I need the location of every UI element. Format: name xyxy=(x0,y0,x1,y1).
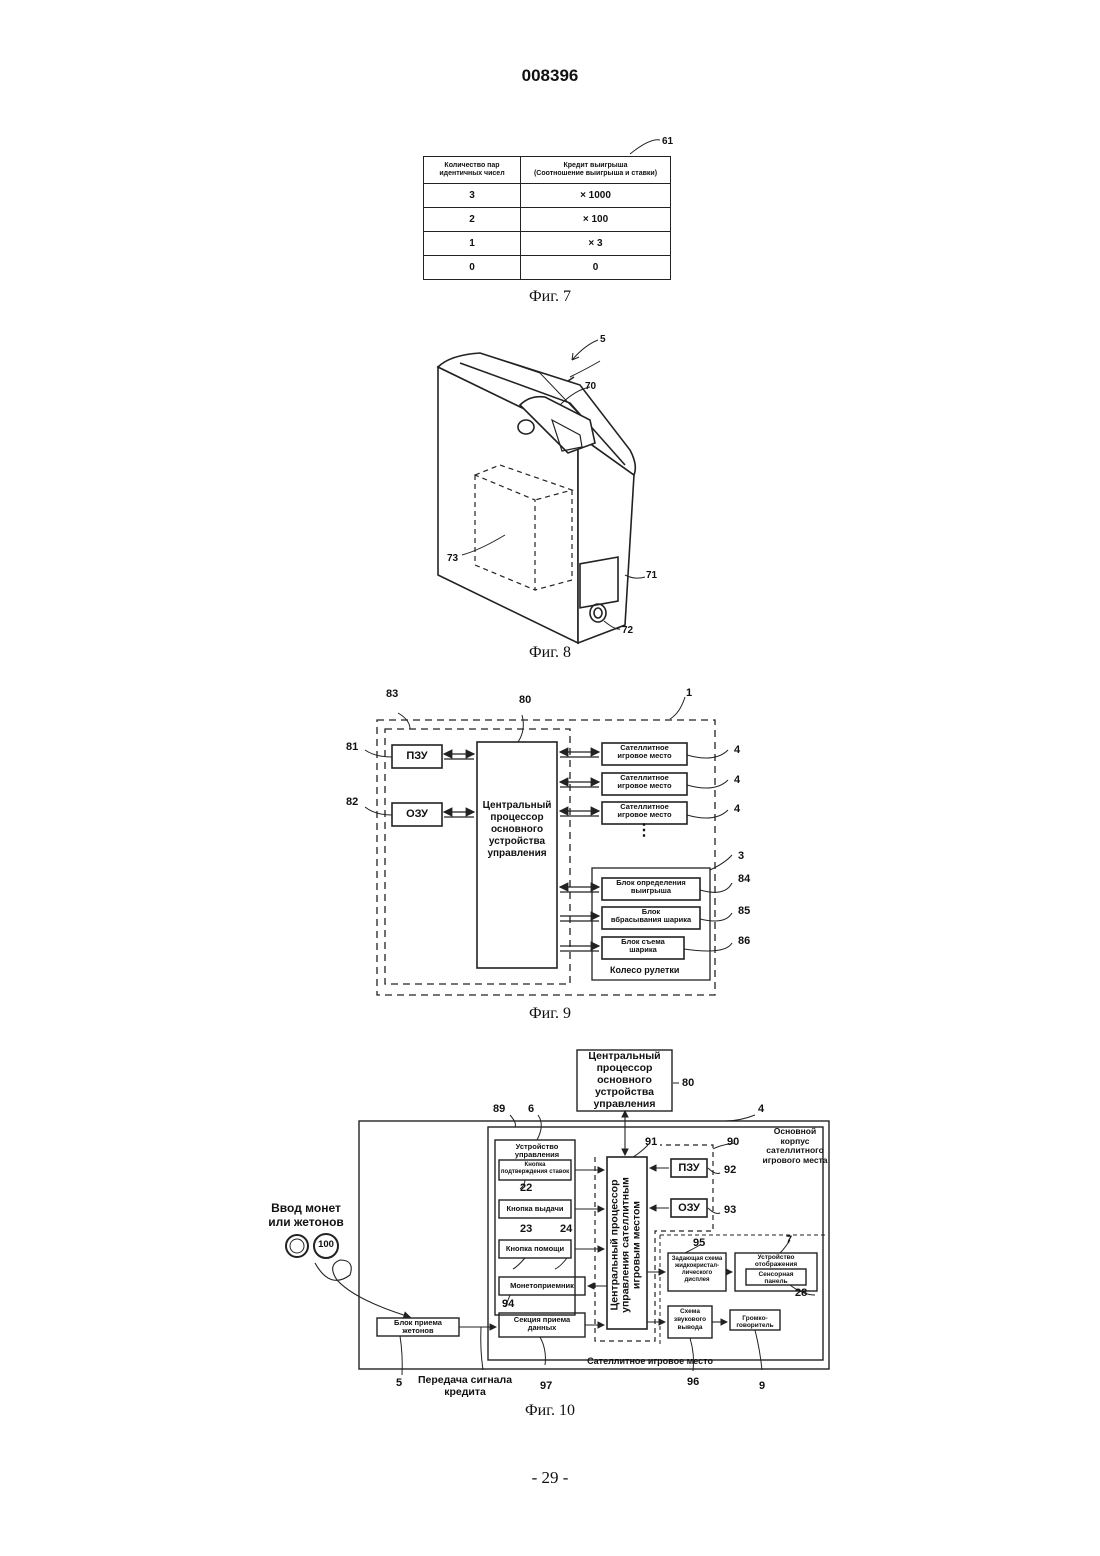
fig9-satellite: Сателлитноеигровое место xyxy=(602,744,687,760)
fig10-ref-9: 9 xyxy=(759,1380,765,1392)
page-number: - 29 - xyxy=(0,1468,1100,1488)
fig10-ref-7: 7 xyxy=(786,1234,792,1246)
fig10-touch-panel: Сенсорнаяпанель xyxy=(746,1271,806,1285)
fig8-ref-71: 71 xyxy=(646,570,657,581)
table-row: 00 xyxy=(424,256,671,280)
fig8-caption: Фиг. 8 xyxy=(450,644,650,662)
table-row: 3× 1000 xyxy=(424,184,671,208)
fig9-ref-4: 4 xyxy=(734,774,740,786)
fig10-caption: Фиг. 10 xyxy=(450,1402,650,1420)
fig10-audio-circuit: Схемазвуковоговывода xyxy=(668,1308,712,1332)
fig10-ref-4: 4 xyxy=(758,1103,764,1115)
fig9-cpu: Центральныйпроцессоросновногоустройствау… xyxy=(477,800,557,860)
fig8-ref-leader-5: 5 xyxy=(560,330,640,370)
fig9-win-block: Блок определениявыигрыша xyxy=(602,879,700,895)
fig10-ref-24: 24 xyxy=(560,1223,572,1235)
fig10-ref-5: 5 xyxy=(396,1377,402,1389)
fig10-btn-help: Кнопка помощи xyxy=(499,1244,571,1253)
fig7-caption: Фиг. 7 xyxy=(450,288,650,306)
fig10-lcd-driver: Задающая схемажидкокристал-лическогодисп… xyxy=(668,1256,726,1284)
fig9-ref-4: 4 xyxy=(734,803,740,815)
fig8-ref-5: 5 xyxy=(600,334,606,345)
fig9-ref-80: 80 xyxy=(519,694,531,706)
fig8-ref-73: 73 xyxy=(447,553,458,564)
fig10-btn-pay: Кнопка выдачи xyxy=(499,1204,571,1213)
fig9-roulette: Колесо рулетки xyxy=(610,965,679,975)
fig9-rom: ПЗУ xyxy=(392,750,442,762)
fig10-token-acceptor: Блок приемажетонов xyxy=(377,1319,459,1335)
fig10-sat-cpu: Центральный процессоруправления сателлит… xyxy=(606,1160,646,1330)
coin-100-label: 100 xyxy=(315,1239,337,1250)
fig9-ref-1: 1 xyxy=(686,687,692,699)
fig10-ref-80: 80 xyxy=(682,1077,694,1089)
fig10-ref-93: 93 xyxy=(724,1204,736,1216)
fig10-control-device: Устройствоуправления xyxy=(497,1143,577,1159)
fig10-ref-97: 97 xyxy=(540,1380,552,1392)
fig10-rom: ПЗУ xyxy=(671,1162,707,1174)
fig10-ref-22: 22 xyxy=(520,1182,532,1194)
fig7-ref-61: 61 xyxy=(662,136,674,147)
fig10-coin-acceptor: Монетоприемник xyxy=(499,1281,585,1290)
fig9-throw-block: Блоквбрасывания шарика xyxy=(602,908,700,924)
fig9-ref-83: 83 xyxy=(386,688,398,700)
fig10-housing-label: Основнойкорпуссателлитногоигрового места xyxy=(760,1127,830,1165)
fig10-station-label: Сателлитное игровое место xyxy=(560,1356,740,1366)
fig10-data-rx: Секция приемаданных xyxy=(499,1316,585,1332)
fig10-ram: ОЗУ xyxy=(671,1202,707,1214)
fig9-remove-block: Блок съемашарика xyxy=(602,938,684,954)
fig10-ref-23: 23 xyxy=(520,1223,532,1235)
fig9-ref-81: 81 xyxy=(346,741,358,753)
fig8-ref-72: 72 xyxy=(622,625,633,636)
document-number: 008396 xyxy=(0,66,1100,86)
table-row: 1× 3 xyxy=(424,232,671,256)
fig9-ref-85: 85 xyxy=(738,905,750,917)
fig9-satellite: Сателлитноеигровое место xyxy=(602,774,687,790)
fig9-ref-3: 3 xyxy=(738,850,744,862)
fig10-display-device: Устройствоотображения xyxy=(735,1254,817,1268)
fig9-ref-86: 86 xyxy=(738,935,750,947)
col-header-credit: Кредит выигрыша(Соотношение выигрыша и с… xyxy=(521,157,671,184)
fig9-caption: Фиг. 9 xyxy=(450,1005,650,1023)
fig10-speaker: Громко-говоритель xyxy=(730,1315,780,1329)
fig9-ref-4: 4 xyxy=(734,744,740,756)
fig10-coin-input-label: Ввод монетили жетонов xyxy=(246,1201,366,1229)
fig9-ref-82: 82 xyxy=(346,796,358,808)
fig7-payout-table: Количество паридентичных чисел Кредит вы… xyxy=(423,156,671,280)
fig9-ref-84: 84 xyxy=(738,873,750,885)
fig8-token-unit-drawing xyxy=(420,325,650,645)
col-header-pairs: Количество паридентичных чисел xyxy=(424,157,521,184)
fig10-credit-signal: Передача сигналакредита xyxy=(410,1374,520,1398)
fig10-ref-90: 90 xyxy=(727,1136,739,1148)
table-row: 2× 100 xyxy=(424,208,671,232)
fig10-main-cpu: Центральныйпроцессоросновногоустройствау… xyxy=(577,1050,672,1110)
fig10-ref-95: 95 xyxy=(693,1237,705,1249)
fig10-ref-91: 91 xyxy=(645,1136,657,1148)
fig9-ram: ОЗУ xyxy=(392,808,442,820)
fig10-ref-89: 89 xyxy=(493,1103,505,1115)
fig10-ref-6: 6 xyxy=(528,1103,534,1115)
fig8-ref-70: 70 xyxy=(585,381,596,392)
fig10-ref-94: 94 xyxy=(502,1298,514,1310)
fig9-dots: ⋮ xyxy=(636,826,652,836)
fig10-ref-96: 96 xyxy=(687,1376,699,1388)
fig10-ref-92: 92 xyxy=(724,1164,736,1176)
fig10-ref-28: 28 xyxy=(795,1287,807,1299)
fig9-satellite: Сателлитноеигровое место xyxy=(602,803,687,819)
fig10-btn-confirm: Кнопкаподтверждения ставок xyxy=(499,1162,571,1175)
